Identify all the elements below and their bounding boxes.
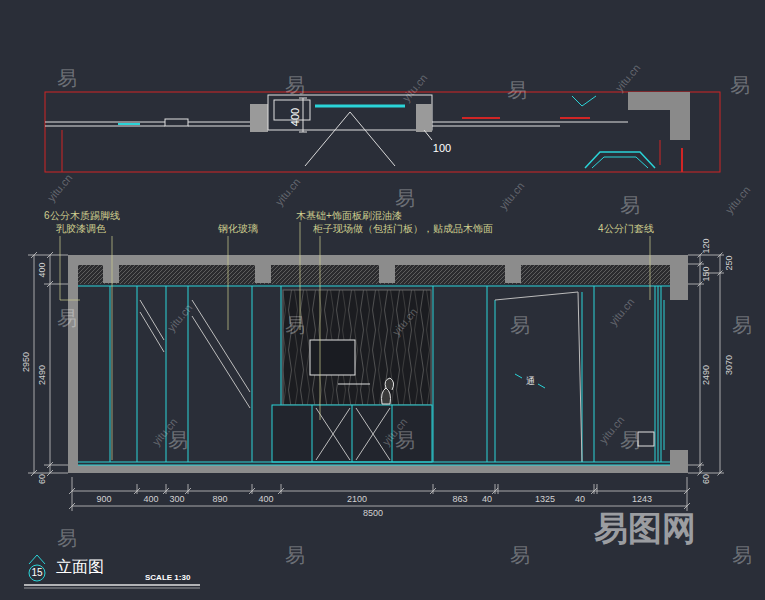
watermark: yitu.cn	[274, 176, 303, 207]
plan-view	[45, 92, 720, 172]
watermark: 易	[285, 315, 305, 335]
watermark: yitu.cn	[608, 296, 637, 327]
watermark: 易	[395, 188, 415, 208]
watermark: 易	[510, 315, 530, 335]
dimension: 400	[143, 495, 158, 504]
watermark: 易图网	[594, 511, 696, 545]
watermark: 易	[620, 430, 640, 450]
dimension: 400	[38, 262, 47, 277]
watermark: yitu.cn	[401, 72, 430, 103]
elevation-details	[78, 286, 670, 465]
drawing-title: 立面图	[56, 559, 104, 575]
dimension: 2490	[38, 365, 47, 385]
material-note: 柜子现场做（包括门板），贴成品木饰面	[313, 224, 493, 234]
watermark: 易	[732, 315, 752, 335]
watermark: 易	[730, 75, 750, 95]
dimension: 2100	[347, 495, 367, 504]
watermark: yitu.cn	[614, 62, 643, 93]
watermark: 易	[620, 195, 640, 215]
watermark: yitu.cn	[391, 306, 420, 337]
dimension: 60	[702, 474, 711, 484]
watermark: 易	[507, 80, 527, 100]
watermark: yitu.cn	[498, 180, 527, 211]
material-note: 乳胶漆调色	[56, 224, 106, 234]
dimension: 60	[38, 474, 47, 484]
watermark: 易	[732, 545, 752, 565]
elevation-walls	[68, 255, 688, 473]
dimension: 250	[725, 255, 734, 270]
dimension: 400	[258, 495, 273, 504]
drawing-number: 15	[31, 568, 42, 578]
dimension: 900	[96, 495, 111, 504]
watermark: 易	[510, 545, 530, 565]
dimension: 300	[169, 495, 184, 504]
watermark: 易	[57, 68, 77, 88]
material-note: 木基础+饰面板刷混油漆	[296, 211, 402, 221]
watermark: 易	[285, 75, 305, 95]
dimension: 8500	[363, 509, 383, 518]
dimension: 40	[575, 495, 585, 504]
dimension: 890	[212, 495, 227, 504]
dimension: 120	[702, 238, 711, 253]
material-note: 钢化玻璃	[218, 224, 258, 234]
watermark: 易	[285, 545, 305, 565]
watermark: 易	[57, 528, 77, 548]
dimension: 2490	[702, 365, 711, 385]
title-block	[24, 555, 200, 588]
leader-lines	[60, 222, 650, 460]
dimension: 1243	[632, 495, 652, 504]
dimension: 3070	[725, 355, 734, 375]
watermark: yitu.cn	[724, 184, 753, 215]
passage-mark: 通	[526, 377, 535, 386]
material-note: 4公分门套线	[598, 224, 654, 234]
dimension: 1325	[535, 495, 555, 504]
dimension: 40	[482, 495, 492, 504]
dimension: 150	[702, 266, 711, 281]
dimension: 400	[290, 108, 301, 126]
dimension-lines	[28, 252, 724, 511]
scale-note: SCALE 1:30	[145, 574, 190, 582]
watermark: 易	[57, 308, 77, 328]
watermark: yitu.cn	[166, 302, 195, 333]
dimension: 2950	[22, 352, 31, 372]
material-note: 6公分木质踢脚线	[44, 211, 120, 221]
watermark: yitu.cn	[46, 172, 75, 203]
dimension: 863	[452, 495, 467, 504]
dimension: 100	[433, 143, 451, 154]
